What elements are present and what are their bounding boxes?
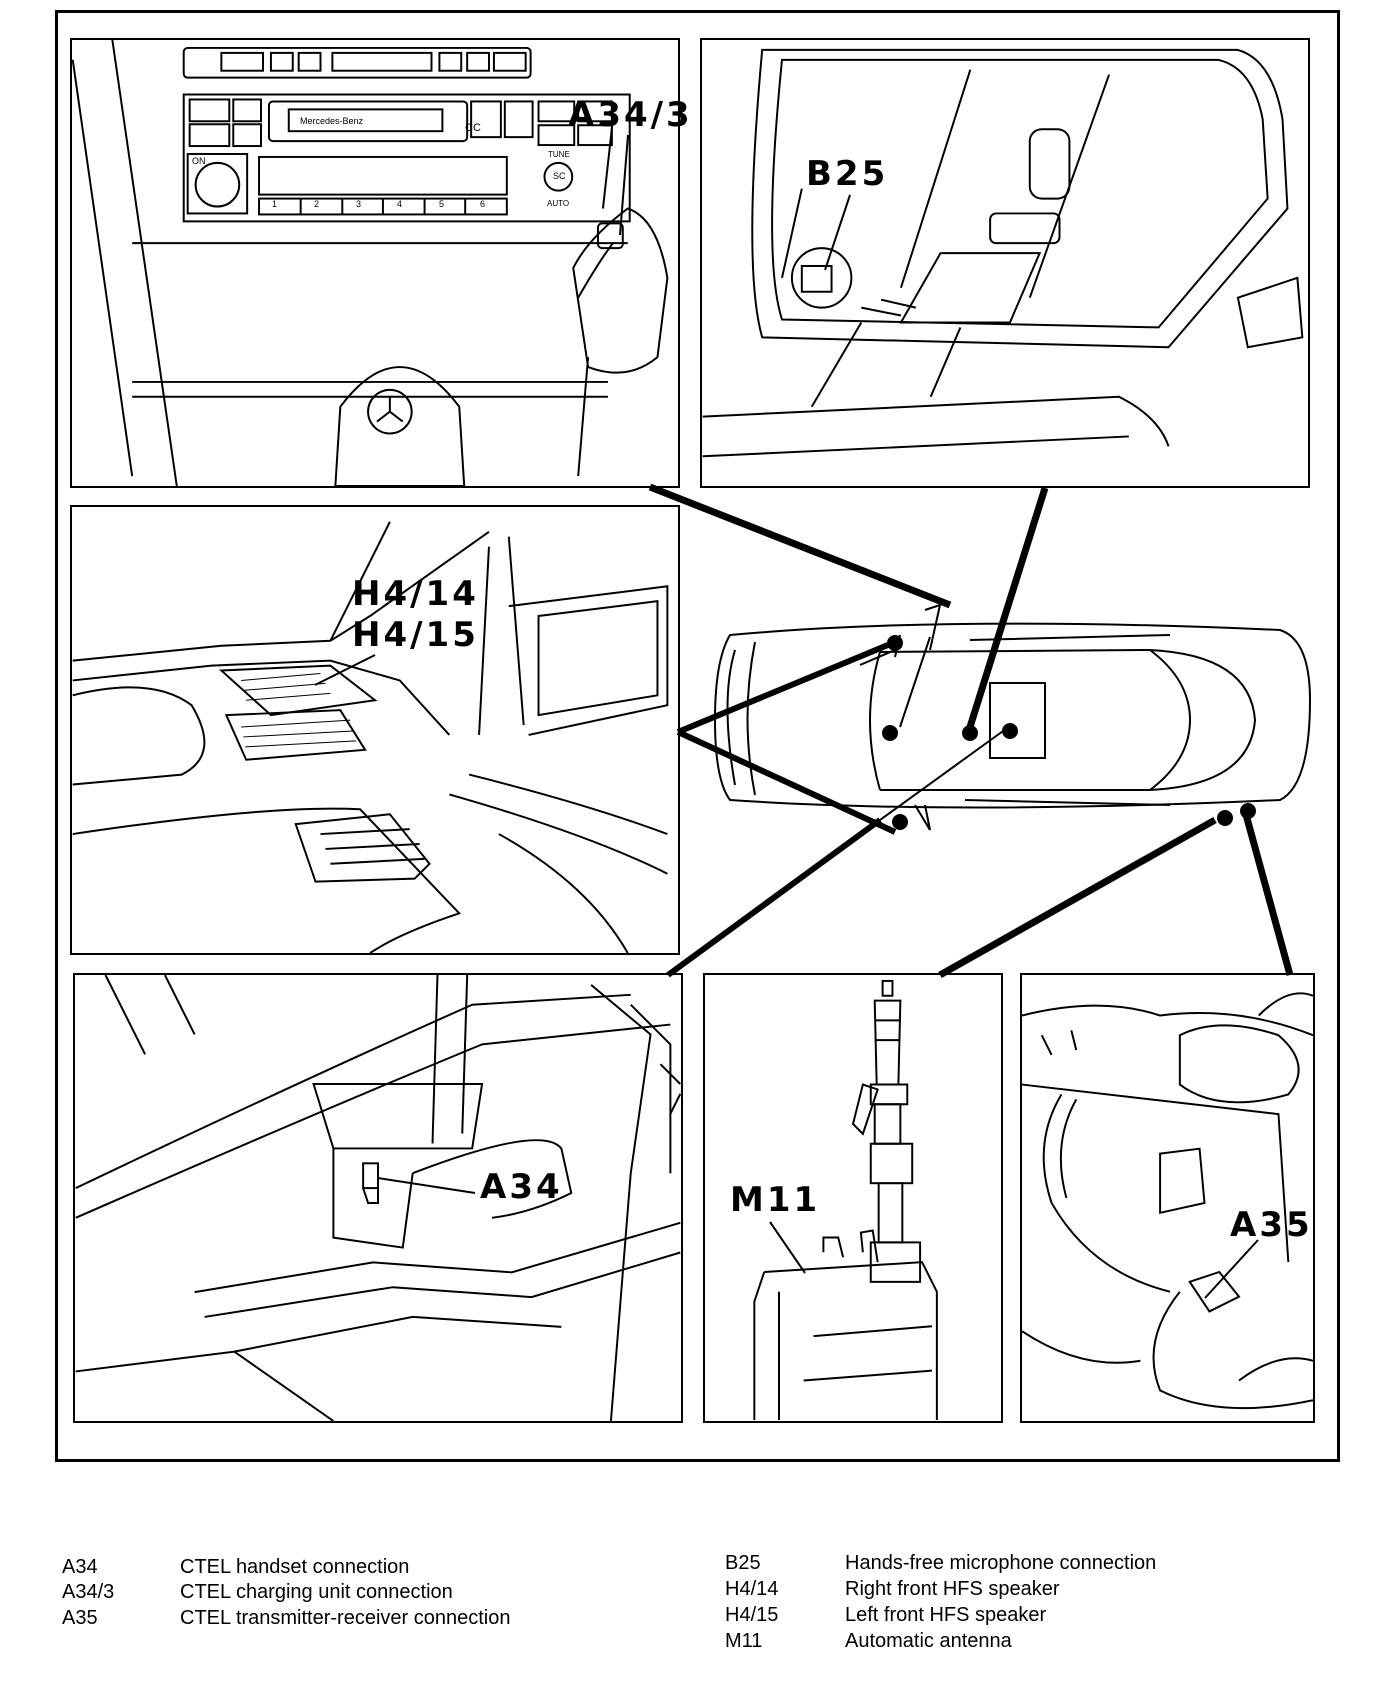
- preset-button-1: 1: [272, 199, 278, 209]
- panel-automatic-antenna: [703, 973, 1003, 1423]
- radio-console-drawing: [72, 40, 669, 486]
- callout-a35: A35: [1230, 1205, 1313, 1245]
- callout-a34-3: A34/3: [568, 95, 693, 135]
- panel-console-handset: [73, 973, 683, 1423]
- callout-h4-14: H4/14: [352, 574, 479, 614]
- automatic-antenna-drawing: [753, 979, 938, 1420]
- legend-code: A34: [62, 1556, 98, 1578]
- transmitter-receiver-drawing: [1022, 992, 1313, 1410]
- preset-button-3: 3: [356, 199, 362, 209]
- panel-radio-charging-unit: [70, 38, 680, 488]
- legend-code: H4/15: [725, 1604, 779, 1626]
- radio-auto-label: AUTO: [547, 199, 570, 208]
- radio-on-label: ON: [192, 156, 206, 166]
- radio-cd-label: CC: [465, 122, 481, 134]
- callout-h4-15: H4/15: [352, 615, 479, 655]
- legend-desc: CTEL charging unit connection: [180, 1581, 453, 1603]
- preset-button-2: 2: [314, 199, 320, 209]
- legend-desc: CTEL transmitter-receiver connection: [180, 1607, 511, 1629]
- legend-desc: Left front HFS speaker: [845, 1604, 1047, 1626]
- legend-code: A35: [62, 1607, 98, 1629]
- radio-preset-buttons: 1 2 3 4 5 6: [258, 199, 508, 215]
- callout-b25: B25: [806, 154, 889, 194]
- legend-desc: Right front HFS speaker: [845, 1578, 1060, 1600]
- callout-a34: A34: [480, 1167, 563, 1207]
- diagram-frame: [55, 10, 1340, 1462]
- preset-button-4: 4: [397, 199, 403, 209]
- overhead-console-drawing: [702, 48, 1304, 458]
- preset-button-6: 6: [480, 199, 486, 209]
- legend-desc: Automatic antenna: [845, 1630, 1012, 1652]
- radio-sc-label: SC: [553, 171, 566, 181]
- panel-dashboard-speakers: [70, 505, 680, 955]
- legend-code: B25: [725, 1552, 761, 1574]
- radio-tune-label: TUNE: [548, 150, 570, 159]
- legend-code: A34/3: [62, 1581, 115, 1603]
- legend-desc: CTEL handset connection: [180, 1556, 410, 1578]
- preset-button-5: 5: [439, 199, 445, 209]
- console-handset-drawing: [75, 975, 681, 1421]
- panel-transmitter-receiver: [1020, 973, 1315, 1423]
- legend: A34 CTEL handset connection A34/3 CTEL c…: [0, 1540, 1392, 1690]
- callout-m11: M11: [730, 1180, 821, 1220]
- legend-code: H4/14: [725, 1578, 779, 1600]
- legend-code: M11: [725, 1630, 763, 1652]
- legend-desc: Hands-free microphone connection: [845, 1552, 1157, 1574]
- radio-brand-label: Mercedes-Benz: [300, 116, 364, 126]
- panel-overhead-microphone: [700, 38, 1310, 488]
